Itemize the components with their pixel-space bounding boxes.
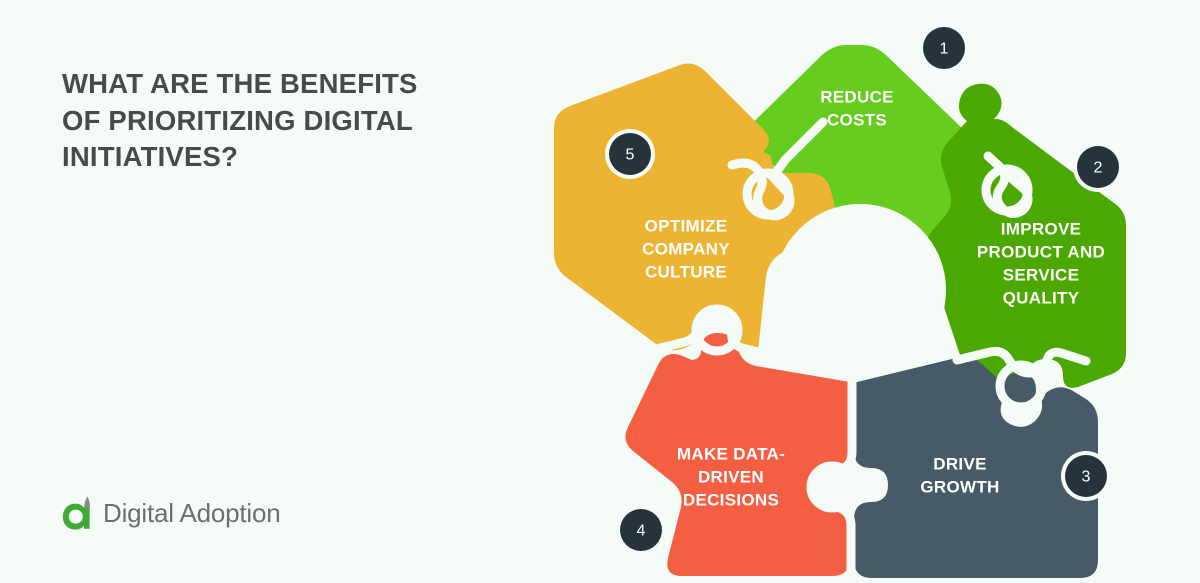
brand-name: Digital Adoption <box>103 498 281 528</box>
piece-2-line-3: SERVICE <box>1003 265 1079 284</box>
puzzle-piece-optimize-culture[interactable]: OPTIMIZE COMPANY CULTURE 5 <box>554 63 835 351</box>
piece-3-shape <box>853 357 1098 578</box>
piece-3-badge-number: 3 <box>1082 469 1091 486</box>
brand-logo: Digital Adoption <box>62 495 281 531</box>
piece-4-line-2: DRIVEN <box>698 467 764 486</box>
piece-2-line-2: PRODUCT AND <box>977 242 1105 261</box>
puzzle-piece-data-driven-decisions[interactable]: MAKE DATA- DRIVEN DECISIONS 4 <box>616 333 850 578</box>
puzzle-diagram: REDUCE COSTS 1 IMPROVE PRODUCT AND SERVI… <box>520 0 1200 583</box>
puzzle-center-hole <box>774 204 946 376</box>
piece-2-line-1: IMPROVE <box>1001 219 1082 238</box>
left-text-panel: WHAT ARE THE BENEFITS OF PRIORITIZING DI… <box>0 0 520 583</box>
puzzle-piece-improve-quality[interactable]: IMPROVE PRODUCT AND SERVICE QUALITY 2 <box>925 83 1126 412</box>
piece-2-shape <box>925 83 1126 403</box>
page-title: WHAT ARE THE BENEFITS OF PRIORITIZING DI… <box>62 68 418 173</box>
piece-2-badge-number: 2 <box>1094 160 1103 177</box>
puzzle-separators <box>655 117 1091 581</box>
piece-5-badge-number: 5 <box>626 147 635 164</box>
puzzle-svg: REDUCE COSTS 1 IMPROVE PRODUCT AND SERVI… <box>554 23 1126 581</box>
piece-3-badge: 3 <box>1061 451 1111 501</box>
piece-1-line-2: COSTS <box>827 110 887 129</box>
piece-5-line-1: OPTIMIZE <box>645 216 728 235</box>
piece-2-line-4: QUALITY <box>1003 288 1080 307</box>
piece-3-line-1: DRIVE <box>933 454 986 473</box>
piece-5-line-2: COMPANY <box>642 239 730 258</box>
piece-1-badge: 1 <box>919 23 969 73</box>
piece-1-line-1: REDUCE <box>820 87 894 106</box>
digital-adoption-leaf-a-icon <box>62 496 90 530</box>
piece-4-shape <box>625 333 850 576</box>
piece-2-badge: 2 <box>1073 142 1123 192</box>
piece-4-badge-number: 4 <box>637 523 646 540</box>
puzzle-piece-drive-growth[interactable]: DRIVE GROWTH 3 <box>853 357 1111 578</box>
piece-5-badge: 5 <box>605 129 655 179</box>
piece-3-line-2: GROWTH <box>920 477 999 496</box>
piece-1-badge-number: 1 <box>940 41 949 58</box>
piece-4-line-1: MAKE DATA- <box>677 444 785 463</box>
piece-4-line-3: DECISIONS <box>683 490 779 509</box>
piece-4-badge: 4 <box>616 505 666 555</box>
piece-5-line-3: CULTURE <box>645 262 727 281</box>
